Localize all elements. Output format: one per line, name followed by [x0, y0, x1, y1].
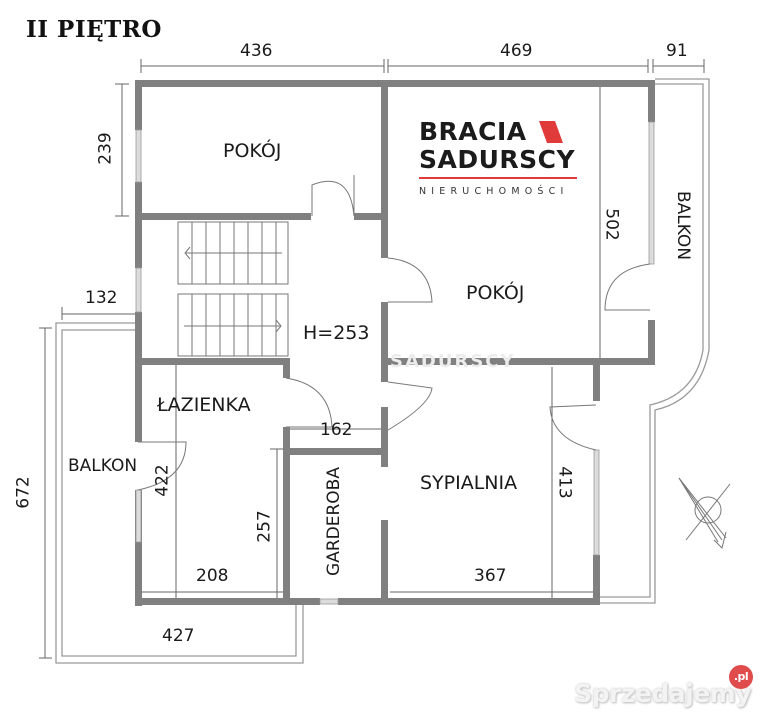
dim-sypialnia-width: 367 — [474, 566, 507, 586]
dim-pokoj-height: 239 — [95, 132, 116, 165]
dim-lazienka-inner: 257 — [254, 510, 275, 543]
doors — [137, 175, 651, 491]
room-lazienka: ŁAZIENKA — [157, 394, 251, 416]
logo-rule — [419, 177, 577, 179]
room-balkon-left: BALKON — [68, 456, 138, 476]
logo-tagline: NIERUCHOMOŚCI — [419, 186, 569, 197]
stairs — [177, 221, 289, 357]
dim-sypialnia-height: 413 — [554, 466, 575, 499]
room-pokoj-right: POKÓJ — [466, 282, 525, 304]
watermark-text: Sprzedajemy — [574, 679, 751, 708]
walls — [135, 80, 655, 606]
dim-pokoj-right-height: 502 — [601, 208, 622, 241]
dim-balkon-width: 427 — [162, 626, 195, 646]
room-balkon-right: BALKON — [673, 190, 694, 261]
dim-top-right: 91 — [666, 41, 688, 61]
compass-icon — [678, 477, 731, 549]
sprzedajemy-watermark: Sprzedajemy .pl — [574, 665, 753, 708]
logo-red-mark-icon — [539, 121, 563, 143]
dim-top-left: 436 — [240, 41, 273, 61]
floor-title: II PIĘTRO — [26, 16, 162, 43]
dim-top-mid: 469 — [500, 41, 533, 61]
dim-lazienka-height: 422 — [152, 464, 173, 497]
inner-thin-lines — [140, 84, 601, 598]
ghost-watermark: SADURSCY — [390, 351, 516, 372]
dim-lazienka-width: 208 — [196, 566, 229, 586]
dim-balkon-height: 672 — [13, 476, 34, 509]
stair-height: H=253 — [303, 322, 370, 344]
room-garderoba: GARDEROBA — [323, 467, 344, 576]
watermark-badge: .pl — [729, 665, 753, 689]
logo-line1: BRACIA — [419, 117, 527, 146]
room-sypialnia: SYPIALNIA — [420, 472, 518, 494]
top-dimension-lines — [39, 59, 705, 659]
logo-line2: SADURSCY — [419, 145, 576, 174]
left-balcony-outline — [55, 322, 304, 664]
windows — [135, 121, 655, 605]
room-pokoj-top-left: POKÓJ — [223, 140, 282, 162]
dim-balkon-offset: 132 — [85, 288, 118, 308]
dim-hall-width: 162 — [320, 420, 353, 440]
right-balcony-outline — [598, 78, 710, 604]
brand-logo: BRACIA SADURSCY NIERUCHOMOŚCI — [419, 118, 589, 197]
